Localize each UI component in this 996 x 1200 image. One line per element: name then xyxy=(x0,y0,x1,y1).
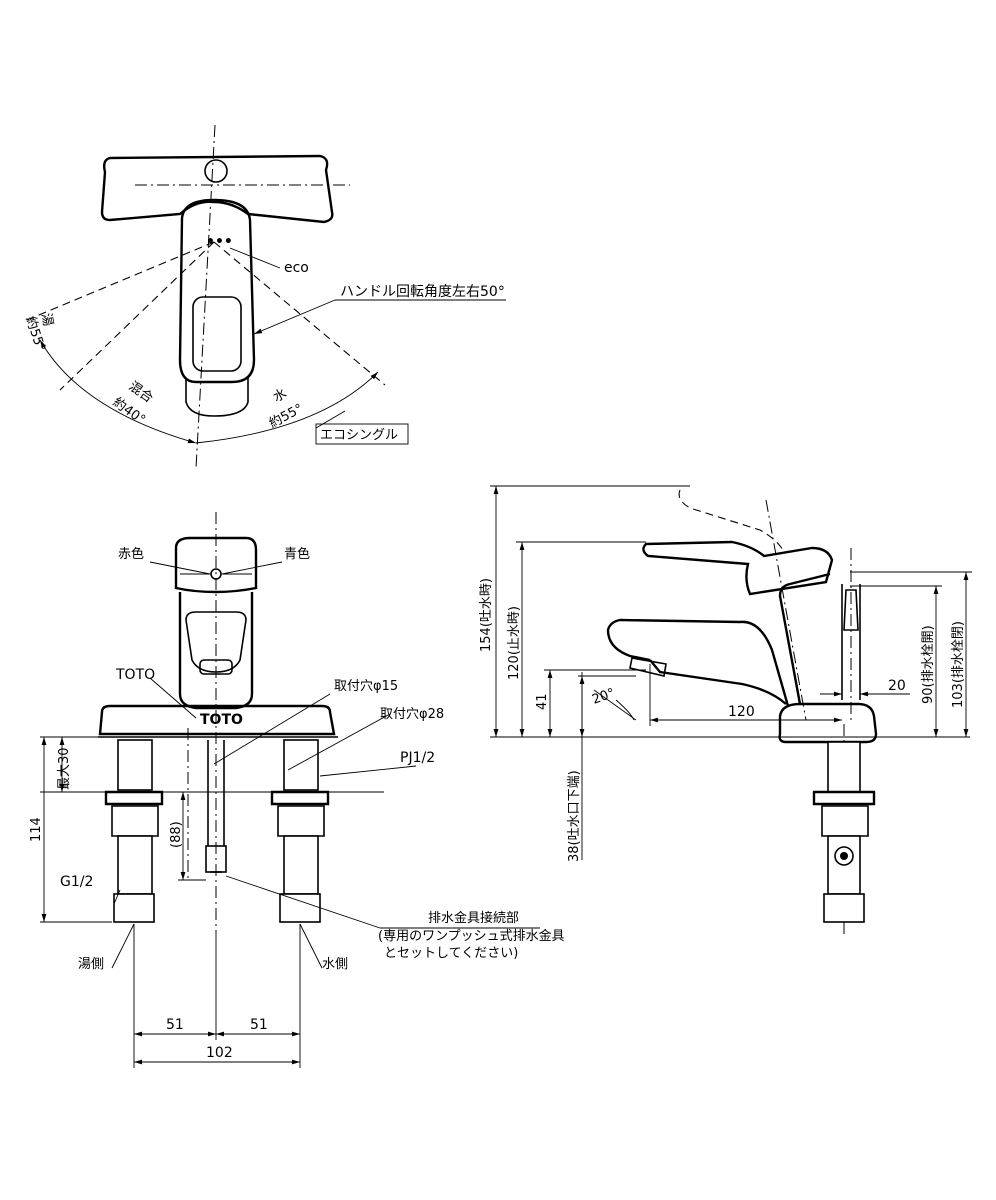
eco-mark: ••• xyxy=(206,234,233,250)
max30-label: 最大30 xyxy=(57,747,72,790)
hole28-label: 取付穴φ28 xyxy=(380,707,444,722)
side-handle-closed xyxy=(642,540,834,596)
dim90-label: 90(排水栓開) xyxy=(921,625,936,704)
cold-angle: 約55° xyxy=(267,401,306,431)
side-handle-open xyxy=(678,489,815,553)
blue-label: 青色 xyxy=(284,546,310,562)
g12-label: G1/2 xyxy=(60,874,93,890)
aerator-housing xyxy=(185,611,247,673)
dim154-label: 154(吐水時) xyxy=(479,578,494,652)
side-supply-pipe xyxy=(812,724,876,938)
dim114-label: 114 xyxy=(29,817,44,842)
side-view: 154(吐水時) 120(止水時) 41 38(吐水口下端) 20° 120 2… xyxy=(479,485,972,938)
angle20-label: 20° xyxy=(590,686,617,708)
red-label: 赤色 xyxy=(118,546,144,562)
drain-note-2: とセットしてください) xyxy=(384,946,518,961)
dim102: 102 xyxy=(206,1045,233,1061)
front-handle-dot xyxy=(210,568,222,580)
eco-label: eco xyxy=(284,260,309,276)
pj-label: PJ1/2 xyxy=(400,750,435,766)
body-base xyxy=(185,378,249,417)
dim88-label: (88) xyxy=(169,821,184,848)
handle-hole xyxy=(204,159,228,183)
cold-supply-pipe xyxy=(270,739,330,923)
hot-label: 湯 xyxy=(38,312,55,327)
front-body xyxy=(178,592,254,710)
dim41-label: 41 xyxy=(535,693,550,710)
cold-label: 水 xyxy=(271,386,290,405)
side-body xyxy=(606,618,790,707)
dim103-label: 103(排水栓閉) xyxy=(951,621,966,708)
model-box xyxy=(315,423,409,445)
top-view: ••• eco ハンドル回転角度左右50° 湯 約55° 混合 約40° 水 約… xyxy=(21,124,506,469)
front-handle xyxy=(174,536,258,594)
dim20-label: 20 xyxy=(888,678,906,694)
dim120-label: 120 xyxy=(728,704,755,720)
dim51-right: 51 xyxy=(250,1017,268,1033)
dim120h-label: 120(止水時) xyxy=(507,606,522,680)
side-drain-rod xyxy=(841,548,861,722)
side-spout-tip xyxy=(629,657,667,677)
dim38-label: 38(吐水口下端) xyxy=(567,770,582,862)
drain-rod xyxy=(205,740,227,873)
side-base xyxy=(778,702,878,744)
hot-supply-pipe xyxy=(104,739,164,923)
brand-label: TOTO xyxy=(115,667,155,683)
base-plate xyxy=(98,704,336,736)
handle-lever-outline xyxy=(100,154,334,224)
model-name: エコシングル xyxy=(320,428,398,443)
brand-badge: TOTO xyxy=(200,712,243,728)
drain-title: 排水金具接続部 xyxy=(428,910,519,926)
hot-side-label: 湯側 xyxy=(78,957,104,972)
hole15-label: 取付穴φ15 xyxy=(334,679,398,694)
faucet-body-top xyxy=(178,198,256,384)
handle-rotation-label: ハンドル回転角度左右50° xyxy=(340,284,505,300)
drain-note-1: (専用のワンプッシュ式排水金具 xyxy=(378,928,565,944)
body-inset xyxy=(192,296,242,372)
dim51-left: 51 xyxy=(166,1017,184,1033)
aerator xyxy=(199,659,233,675)
cold-side-label: 水側 xyxy=(322,957,348,972)
front-view: TOTO xyxy=(29,512,565,1068)
